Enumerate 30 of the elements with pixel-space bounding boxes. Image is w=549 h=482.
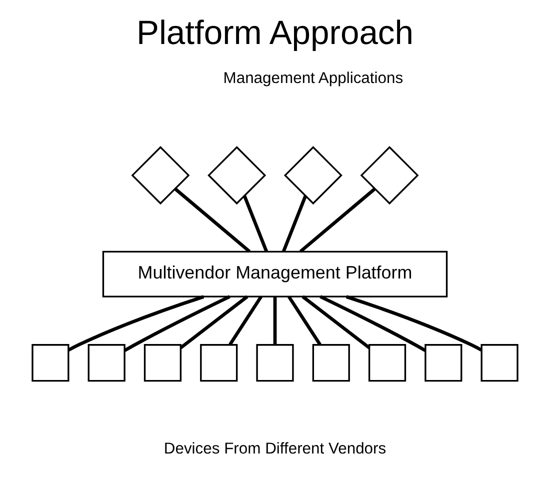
connector: [319, 295, 426, 352]
connector: [242, 195, 268, 252]
connector: [286, 296, 321, 346]
node-box: [87, 344, 125, 382]
connector: [298, 188, 376, 253]
connector: [272, 296, 276, 345]
node-diamond: [283, 146, 342, 205]
node-box: Multivendor Management Platform: [102, 250, 448, 298]
connector: [67, 295, 204, 352]
node-box: [312, 344, 350, 382]
node-box: [424, 344, 462, 382]
connector: [228, 296, 262, 346]
connector: [179, 295, 248, 350]
node-box: [31, 344, 69, 382]
node-diamond: [130, 146, 190, 205]
node-box: [143, 344, 182, 382]
node-box: [256, 344, 294, 382]
label: Management Applications: [222, 70, 403, 87]
connector: [345, 295, 482, 352]
node-box: [480, 344, 518, 382]
diagram-title: Platform Approach: [136, 14, 414, 52]
label: Devices From Different Vendors: [163, 440, 386, 458]
connector: [281, 195, 307, 252]
node-diamond: [207, 146, 266, 205]
node-box: [200, 344, 238, 382]
node-box: [368, 344, 406, 382]
connector: [123, 295, 230, 352]
node-diamond: [360, 146, 418, 205]
connector: [174, 188, 250, 253]
connector: [301, 295, 370, 350]
